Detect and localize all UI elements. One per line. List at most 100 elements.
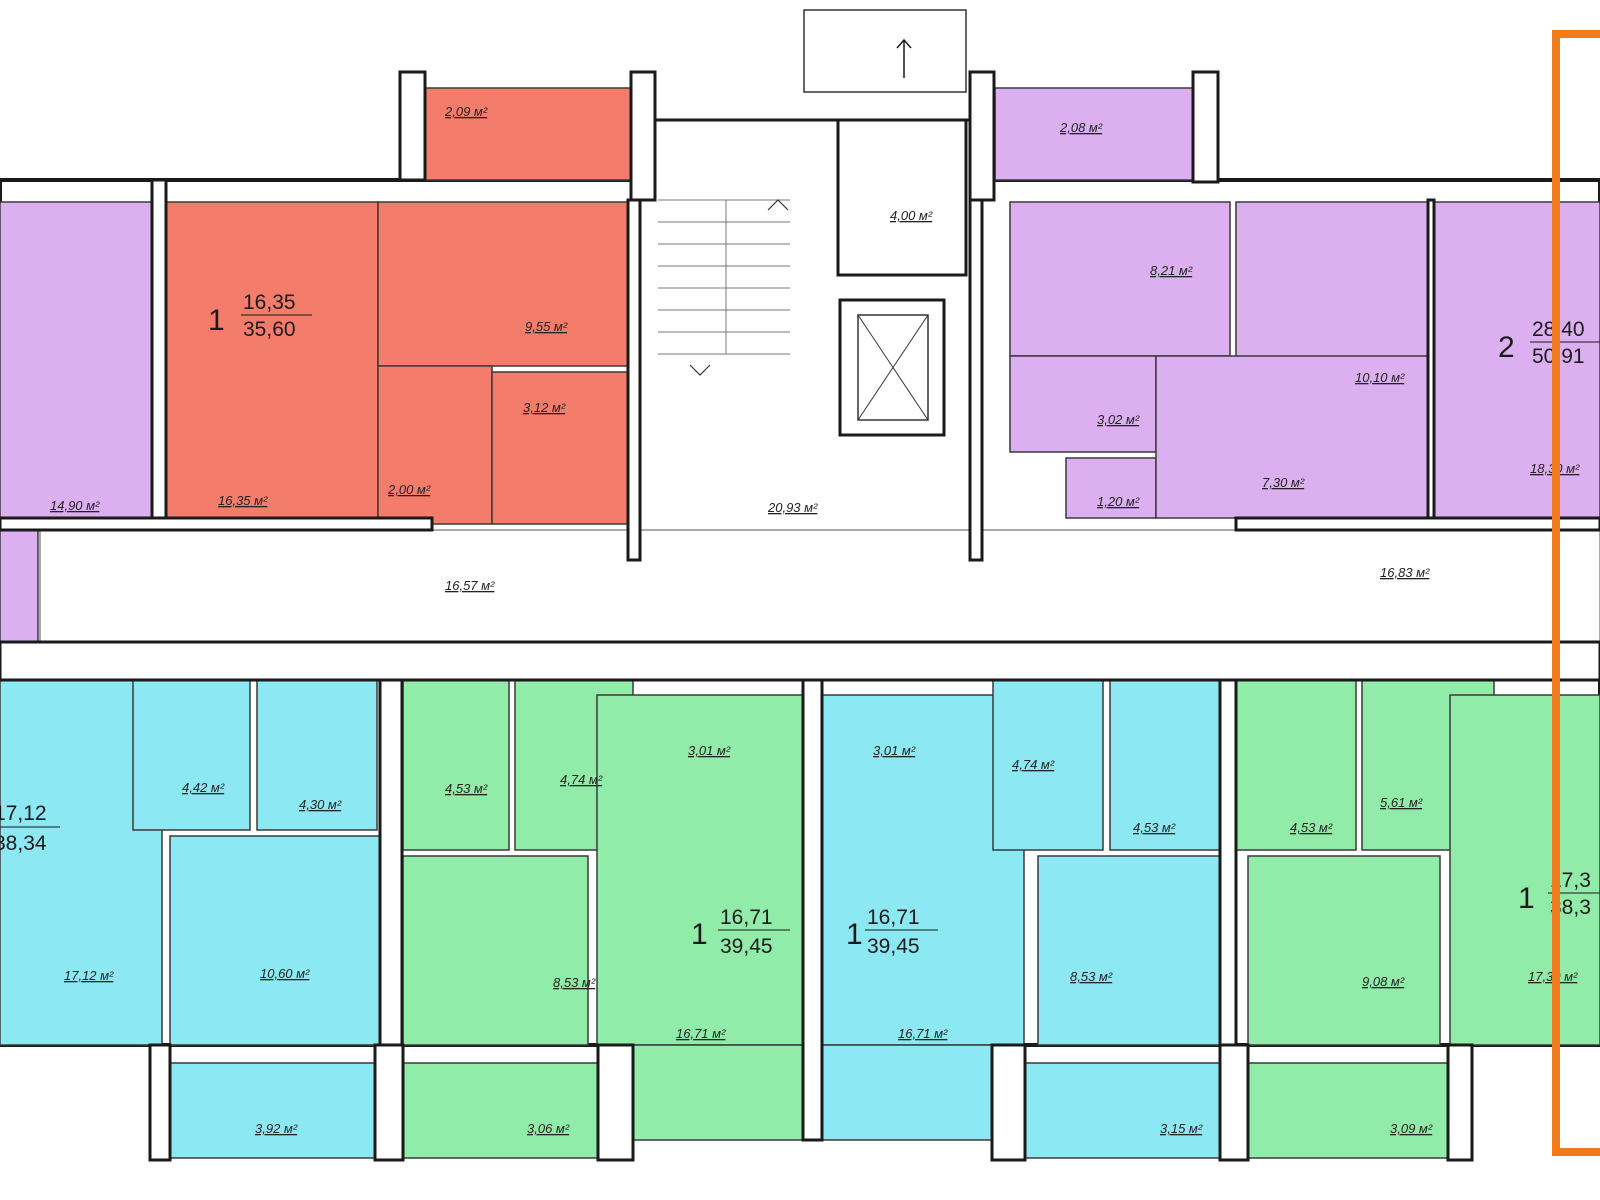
label-lilac-room2: 10,10 м² (1355, 370, 1405, 385)
apt-red-rooms: 1 (208, 304, 225, 337)
lilac-bathroom (1009, 355, 1157, 453)
label-g1-hall: 4,74 м² (560, 772, 603, 787)
c2-balcony (1024, 1062, 1221, 1159)
label-red-bath: 3,12 м² (523, 400, 566, 415)
g2-balcony (1247, 1062, 1449, 1159)
stair-steps (658, 199, 790, 355)
elevator-car (857, 314, 929, 421)
label-c1-balcony: 3,92 м² (255, 1121, 298, 1136)
apt-c2-living: 16,71 (867, 906, 920, 929)
label-c2-kitchen: 8,53 м² (1070, 969, 1113, 984)
apt-lilac-rooms: 2 (1498, 331, 1515, 364)
apartment-summary-cyan-mid: 1 16,71 39,45 (846, 906, 938, 958)
label-g2-hall: 5,61 м² (1380, 795, 1423, 810)
label-lilac-balcony: 2,08 м² (1059, 120, 1103, 135)
apt-c2-rooms: 1 (846, 918, 863, 951)
label-g2-balcony: 3,09 м² (1390, 1121, 1433, 1136)
entry-arrow-icon (896, 38, 912, 78)
label-lobby: 20,93 м² (767, 500, 818, 515)
g1-bathroom (402, 679, 510, 851)
label-lilac-hall: 7,30 м² (1262, 475, 1305, 490)
label-g1-room: 16,71 м² (676, 1026, 726, 1041)
label-c2-hall: 4,74 м² (1012, 757, 1055, 772)
wall-stubs (0, 70, 1600, 1162)
label-c2-corr: 3,01 м² (873, 743, 916, 758)
label-lilac-wc: 1,20 м² (1097, 494, 1140, 509)
label-lift-hall: 4,00 м² (890, 208, 933, 223)
apt-c1-living: 17,12 (0, 802, 47, 825)
apt-c1-total: 38,34 (0, 832, 47, 855)
g2-bathroom (1235, 679, 1357, 851)
apt-g1-living: 16,71 (720, 906, 773, 929)
highlight-frame (1552, 30, 1600, 1156)
label-corridor-right: 16,83 м² (1380, 565, 1430, 580)
lift-hall (836, 118, 968, 277)
apt-c2-total: 39,45 (867, 935, 920, 958)
stair-down-arrow-icon (689, 364, 711, 376)
lilac-wc (1065, 457, 1157, 519)
left-lilac-room (0, 201, 153, 525)
red-bathroom (491, 371, 639, 525)
apartment-summary-green-mid: 1 16,71 39,45 (691, 906, 790, 958)
apartment-summary-red: 1 16,35 35,60 (208, 291, 312, 341)
label-red-living: 16,35 м² (218, 493, 268, 508)
c1-bathroom (256, 679, 378, 831)
label-g1-kitchen: 8,53 м² (553, 975, 596, 990)
red-kitchen (377, 201, 639, 367)
label-red-kitchen: 9,55 м² (525, 319, 568, 334)
g1-living-room (596, 694, 804, 1046)
lilac-balcony (994, 87, 1194, 181)
apt-g1-rooms: 1 (691, 918, 708, 951)
label-c2-balcony: 3,15 м² (1160, 1121, 1203, 1136)
label-left-lilac-room: 14,90 м² (50, 498, 100, 513)
label-lilac-bath: 3,02 м² (1097, 412, 1140, 427)
c1-hallway (132, 679, 251, 831)
elevator-cross-2 (857, 314, 929, 421)
apt-g1-total: 39,45 (720, 935, 773, 958)
g1-balcony (402, 1062, 599, 1159)
apt-g2-living: 17,3 (1550, 869, 1591, 892)
label-c2-bath: 4,53 м² (1133, 820, 1176, 835)
room-labels: 2,09 м² 9,55 м² 3,12 м² 2,00 м² 16,35 м²… (50, 104, 1580, 1136)
label-red-balcony: 2,09 м² (444, 104, 488, 119)
label-c2-room: 16,71 м² (898, 1026, 948, 1041)
label-g1-corr: 3,01 м² (688, 743, 731, 758)
label-red-hall: 2,00 м² (387, 482, 431, 497)
g1-kitchen (402, 855, 589, 1046)
label-corridor-left: 16,57 м² (445, 578, 495, 593)
red-balcony (424, 87, 632, 181)
entry-vestibule (803, 9, 967, 93)
g1-room-ext (632, 1044, 804, 1141)
label-c1-room: 17,12 м² (64, 968, 114, 983)
red-hallway (377, 365, 493, 525)
c2-hallway (992, 679, 1104, 851)
lilac-hallway (1155, 355, 1429, 519)
red-living-room (165, 201, 379, 525)
label-g2-bath: 4,53 м² (1290, 820, 1333, 835)
label-g1-balcony: 3,06 м² (527, 1121, 570, 1136)
label-c1-hall: 4,42 м² (182, 780, 225, 795)
apt-red-living: 16,35 (243, 291, 296, 314)
c2-kitchen (1037, 855, 1221, 1046)
apartment-summary-green-right: 1 17,3 38,3 (1518, 869, 1600, 919)
apt-g2-total: 38,3 (1550, 896, 1591, 919)
c1-balcony (169, 1062, 376, 1159)
common-corridor (39, 529, 1600, 643)
label-g2-kitchen: 9,08 м² (1362, 974, 1405, 989)
label-c1-bath: 4,30 м² (299, 797, 342, 812)
c1-kitchen (169, 835, 381, 1046)
apartment-summary-cyan-left: 17,12 38,34 (0, 802, 60, 855)
left-lilac-strip (0, 523, 39, 645)
c2-room-ext (821, 1044, 993, 1141)
label-c1-kitchen: 10,60 м² (260, 966, 310, 981)
apt-g2-rooms: 1 (1518, 882, 1535, 915)
label-lilac-kitchen: 8,21 м² (1150, 263, 1193, 278)
label-g1-bath: 4,53 м² (445, 781, 488, 796)
stair-up-arrow-icon (767, 199, 789, 211)
c2-bathroom (1109, 679, 1221, 851)
c2-living-room (821, 694, 1025, 1046)
apt-red-total: 35,60 (243, 318, 296, 341)
g2-living-room (1449, 694, 1600, 1046)
